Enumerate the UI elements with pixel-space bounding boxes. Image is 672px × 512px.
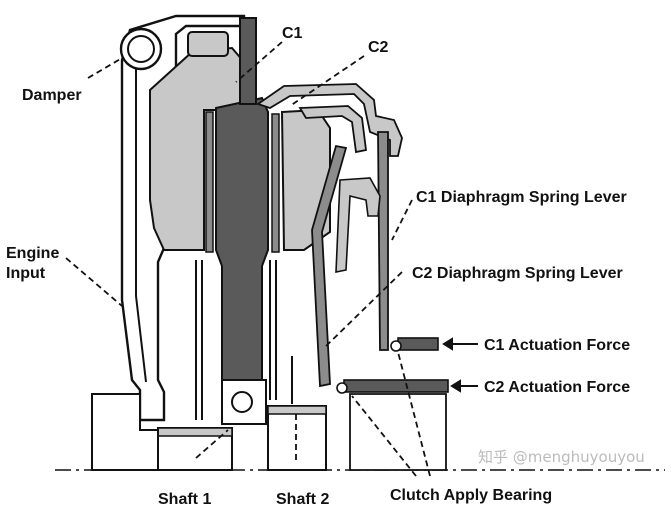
spline-marks [195, 260, 293, 420]
hub-bearing [231, 391, 253, 413]
label-c2-lever: C2 Diaphragm Spring Lever [412, 265, 623, 282]
label-engine-input-2: Input [6, 265, 46, 282]
label-c2-force: C2 Actuation Force [484, 379, 630, 396]
spring-fingers [335, 177, 381, 273]
label-engine-input-1: Engine [6, 245, 59, 262]
c2-actuation-pad [343, 379, 449, 393]
label-shaft-2: Shaft 2 [276, 491, 329, 508]
c2-diaphragm-lever [311, 144, 348, 388]
c1-actuation-pad [397, 337, 439, 351]
c1-friction-disc [205, 111, 214, 253]
label-c1-lever: C1 Diaphragm Spring Lever [416, 189, 627, 206]
central-hub-rod [239, 17, 257, 105]
label-shaft-1: Shaft 1 [158, 491, 211, 508]
shaft-1-flange [157, 427, 233, 437]
c1-cover-linkage [256, 83, 403, 157]
damper-ring-inner [127, 35, 155, 63]
central-pressure-plate [215, 96, 269, 381]
c2-friction-disc [271, 113, 280, 253]
label-c2: C2 [368, 39, 389, 56]
watermark: 知乎 @menghuyouyou [478, 448, 645, 466]
bearing-housing [349, 393, 447, 471]
housing-inner-line [135, 62, 147, 383]
callout-arrows [65, 41, 431, 477]
label-damper: Damper [22, 87, 82, 104]
force-arrows [442, 337, 478, 393]
label-c1-force: C1 Actuation Force [484, 337, 630, 354]
damper-spring-block [187, 31, 229, 57]
c2-bearing-ball [336, 382, 348, 394]
engine-input-block [91, 393, 159, 471]
c2-cover-linkage [298, 105, 367, 154]
shaft-2-flange [267, 405, 327, 415]
shaft-2 [267, 405, 327, 471]
c1-diaphragm-lever [377, 131, 389, 351]
c1-bearing-ball [390, 340, 402, 352]
label-bearing: Clutch Apply Bearing [390, 487, 552, 504]
label-c1: C1 [282, 25, 303, 42]
